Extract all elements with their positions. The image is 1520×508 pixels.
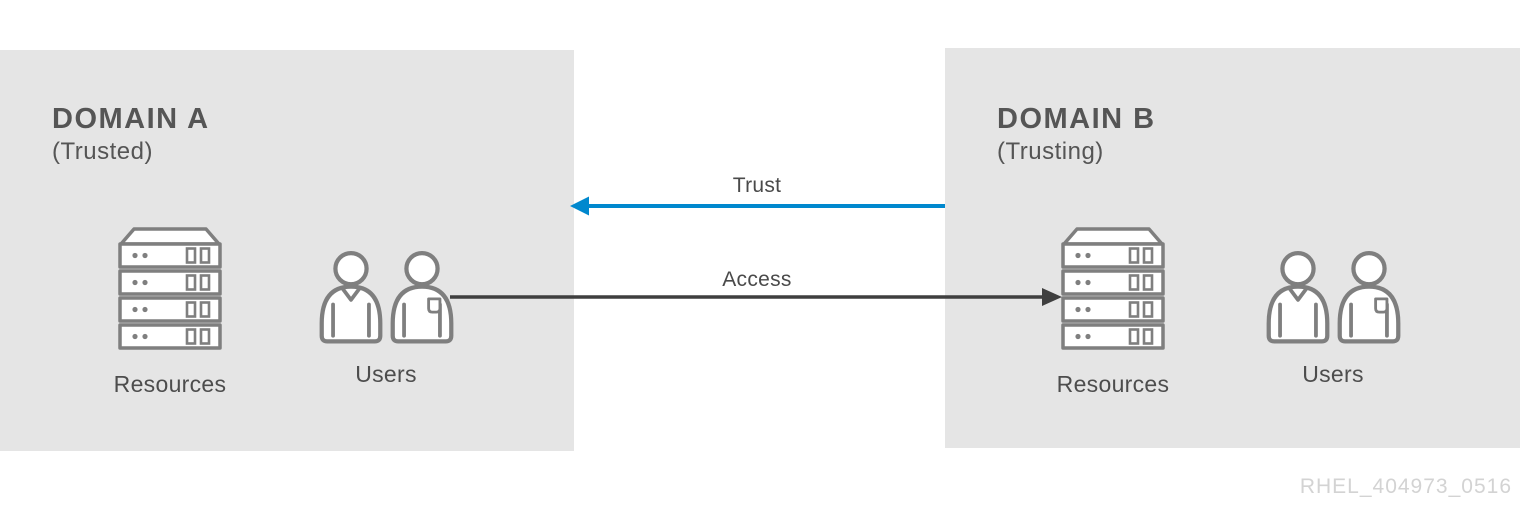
server-stack-icon <box>118 227 222 350</box>
domain-a-users-label: Users <box>355 361 417 387</box>
user-vneck-icon <box>319 250 382 344</box>
domain-a-resources-label: Resources <box>113 371 227 397</box>
domain-b-resources-label: Resources <box>1056 371 1170 397</box>
user-pair-icon <box>316 247 456 347</box>
server-stack-icon <box>1061 227 1165 350</box>
domain-a-resources: Resources <box>95 225 245 398</box>
domain-b-title-block: DOMAIN B (Trusting) <box>997 102 1156 168</box>
user-pocket-icon <box>1337 250 1400 344</box>
domain-b-box: DOMAIN B (Trusting) <box>945 48 1520 448</box>
domain-a-users: Users <box>316 247 456 388</box>
domain-b-resources: Resources <box>1038 225 1188 398</box>
domain-b-users: Users <box>1263 247 1403 388</box>
trust-arrow <box>570 196 945 216</box>
trust-arrow-label: Trust <box>732 174 782 197</box>
domain-a-title-block: DOMAIN A (Trusted) <box>52 102 210 168</box>
domain-a-title: DOMAIN A <box>52 103 210 135</box>
access-arrow-label: Access <box>722 268 792 291</box>
user-pocket-icon <box>390 250 453 344</box>
domain-a-box: DOMAIN A (Trusted) <box>0 50 574 451</box>
watermark: RHEL_404973_0516 <box>1299 475 1512 498</box>
domain-b-subtitle: (Trusting) <box>997 138 1104 165</box>
user-pair-icon <box>1263 247 1403 347</box>
domain-b-title: DOMAIN B <box>997 103 1156 135</box>
domain-a-subtitle: (Trusted) <box>52 138 153 165</box>
user-vneck-icon <box>1266 250 1329 344</box>
domain-b-users-label: Users <box>1302 361 1364 387</box>
